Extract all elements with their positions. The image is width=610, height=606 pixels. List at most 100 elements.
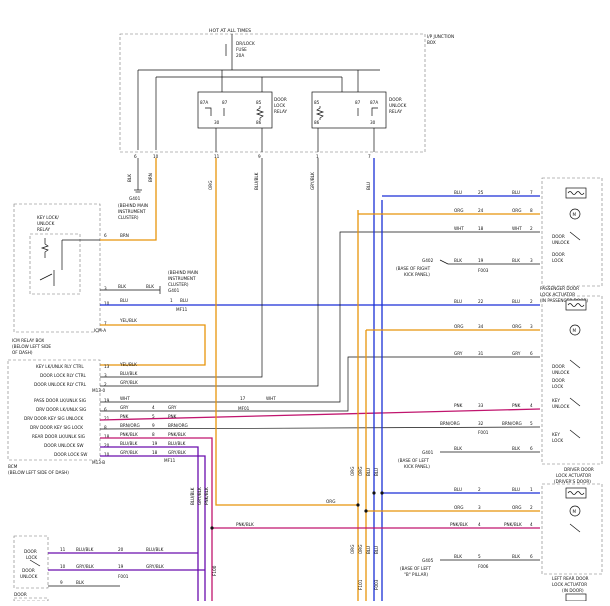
- svg-text:ORG: ORG: [454, 505, 463, 510]
- svg-text:BLK: BLK: [454, 446, 462, 451]
- door-lock-relay: [197, 91, 273, 129]
- svg-text:ORG: ORG: [208, 181, 213, 190]
- blu-blk-relay: [100, 158, 263, 378]
- pnk-wire: [99, 408, 541, 421]
- svg-text:3: 3: [104, 286, 107, 291]
- junction-box: HOT AT ALL TIMES DR/LOCK FUSE 20A I/P JU…: [119, 28, 454, 159]
- svg-text:GRY: GRY: [454, 351, 463, 356]
- svg-text:PNK/BLK: PNK/BLK: [204, 487, 209, 505]
- svg-text:BLU: BLU: [180, 298, 188, 303]
- svg-text:GRY: GRY: [512, 351, 521, 356]
- svg-text:(BASE OF LEFT: (BASE OF LEFT: [400, 566, 431, 571]
- svg-text:BLU: BLU: [374, 546, 379, 554]
- svg-text:ORG: ORG: [454, 324, 463, 329]
- svg-text:DRIVER DOOR: DRIVER DOOR: [564, 467, 594, 472]
- svg-text:10: 10: [153, 154, 159, 159]
- bcm-row-9: DOOR UNLOCK SW: [44, 443, 84, 448]
- svg-text:10: 10: [104, 301, 110, 306]
- svg-text:F006: F006: [478, 564, 489, 569]
- brn-org-wire: [99, 426, 541, 430]
- svg-text:3: 3: [530, 324, 533, 329]
- gry-blk-relay: [100, 158, 319, 387]
- svg-text:BLK: BLK: [512, 554, 520, 559]
- svg-text:BLK: BLK: [512, 446, 520, 451]
- svg-text:F100: F100: [212, 565, 217, 576]
- junction-box-outline: [119, 33, 426, 153]
- svg-text:86: 86: [314, 120, 320, 125]
- svg-text:UNLOCK: UNLOCK: [389, 103, 407, 108]
- svg-text:GRY/BLK: GRY/BLK: [76, 564, 94, 569]
- svg-text:UNLOCK: UNLOCK: [552, 240, 570, 245]
- svg-text:1: 1: [170, 298, 173, 303]
- fuse-line-3: 20A: [236, 53, 244, 58]
- svg-text:33: 33: [478, 403, 484, 408]
- svg-text:19: 19: [478, 258, 484, 263]
- svg-text:4: 4: [152, 405, 155, 410]
- svg-text:M: M: [573, 212, 577, 217]
- svg-text:DOOR: DOOR: [552, 252, 565, 257]
- svg-text:GRY: GRY: [120, 405, 129, 410]
- svg-text:ORG: ORG: [350, 467, 355, 476]
- svg-text:7: 7: [530, 190, 533, 195]
- wht-wire: [100, 231, 540, 403]
- svg-text:G401: G401: [168, 288, 180, 293]
- svg-text:85: 85: [314, 100, 320, 105]
- svg-text:GRY/BLK: GRY/BLK: [168, 450, 186, 455]
- svg-text:UNLOCK: UNLOCK: [37, 221, 55, 226]
- svg-text:WHT: WHT: [266, 396, 276, 401]
- svg-text:6: 6: [104, 407, 107, 412]
- svg-text:87: 87: [222, 100, 228, 105]
- svg-text:PNK/BLK: PNK/BLK: [168, 432, 186, 437]
- door-unlock-relay: [311, 91, 387, 129]
- svg-text:DOOR: DOOR: [22, 568, 35, 573]
- svg-text:KEY: KEY: [552, 398, 560, 403]
- svg-text:2: 2: [478, 487, 481, 492]
- svg-text:GRY/BLK: GRY/BLK: [120, 450, 138, 455]
- svg-text:BLU: BLU: [454, 190, 462, 195]
- svg-text:KEY LOCK/: KEY LOCK/: [37, 215, 59, 220]
- svg-text:BRN/ORG: BRN/ORG: [168, 423, 188, 428]
- svg-text:LOCK: LOCK: [274, 103, 285, 108]
- svg-text:BLK: BLK: [454, 258, 462, 263]
- svg-text:LOCK: LOCK: [552, 258, 563, 263]
- svg-text:BLK: BLK: [512, 258, 520, 263]
- svg-text:2: 2: [104, 382, 107, 387]
- svg-text:6: 6: [530, 446, 533, 451]
- svg-text:GRY: GRY: [168, 405, 177, 410]
- svg-text:25: 25: [478, 190, 484, 195]
- svg-text:BLU/BLK: BLU/BLK: [146, 547, 164, 552]
- svg-text:BLU: BLU: [366, 468, 371, 476]
- svg-text:8: 8: [104, 425, 107, 430]
- svg-text:(BASE OF LEFT: (BASE OF LEFT: [398, 458, 429, 463]
- svg-text:BLU: BLU: [120, 298, 128, 303]
- svg-text:BRN/ORG: BRN/ORG: [440, 421, 460, 426]
- svg-text:18: 18: [104, 434, 110, 439]
- brn-wire: [100, 158, 157, 241]
- svg-text:UNLOCK: UNLOCK: [552, 370, 570, 375]
- svg-text:6: 6: [530, 351, 533, 356]
- svg-text:87A: 87A: [200, 100, 208, 105]
- svg-text:GRY/BLK: GRY/BLK: [120, 380, 138, 385]
- svg-text:ORG: ORG: [358, 545, 363, 554]
- svg-text:PNK: PNK: [454, 403, 463, 408]
- bcm-row-8: REAR DOOR LK/UNLK SIG: [32, 434, 85, 439]
- svg-text:BLU: BLU: [366, 546, 371, 554]
- svg-text:ORG: ORG: [512, 208, 521, 213]
- svg-text:DOOR: DOOR: [14, 592, 27, 597]
- svg-text:G405: G405: [422, 558, 434, 563]
- svg-text:DOOR: DOOR: [552, 364, 565, 369]
- door-lock-switch: DOOR LOCK DOOR UNLOCK 11 BLU/BLK 20 BLU/…: [13, 535, 205, 602]
- svg-text:17: 17: [240, 396, 246, 401]
- svg-text:F101: F101: [358, 579, 363, 590]
- svg-text:22: 22: [478, 299, 484, 304]
- svg-text:2: 2: [530, 505, 533, 510]
- svg-text:LOCK: LOCK: [26, 555, 37, 560]
- svg-text:19: 19: [104, 398, 110, 403]
- svg-text:2: 2: [530, 299, 533, 304]
- svg-text:87: 87: [355, 100, 361, 105]
- svg-text:LOCK ACTUATOR: LOCK ACTUATOR: [556, 473, 591, 478]
- svg-text:ORG: ORG: [350, 545, 355, 554]
- svg-text:(BEHIND MAIN: (BEHIND MAIN: [118, 203, 148, 208]
- svg-text:ORG: ORG: [512, 324, 521, 329]
